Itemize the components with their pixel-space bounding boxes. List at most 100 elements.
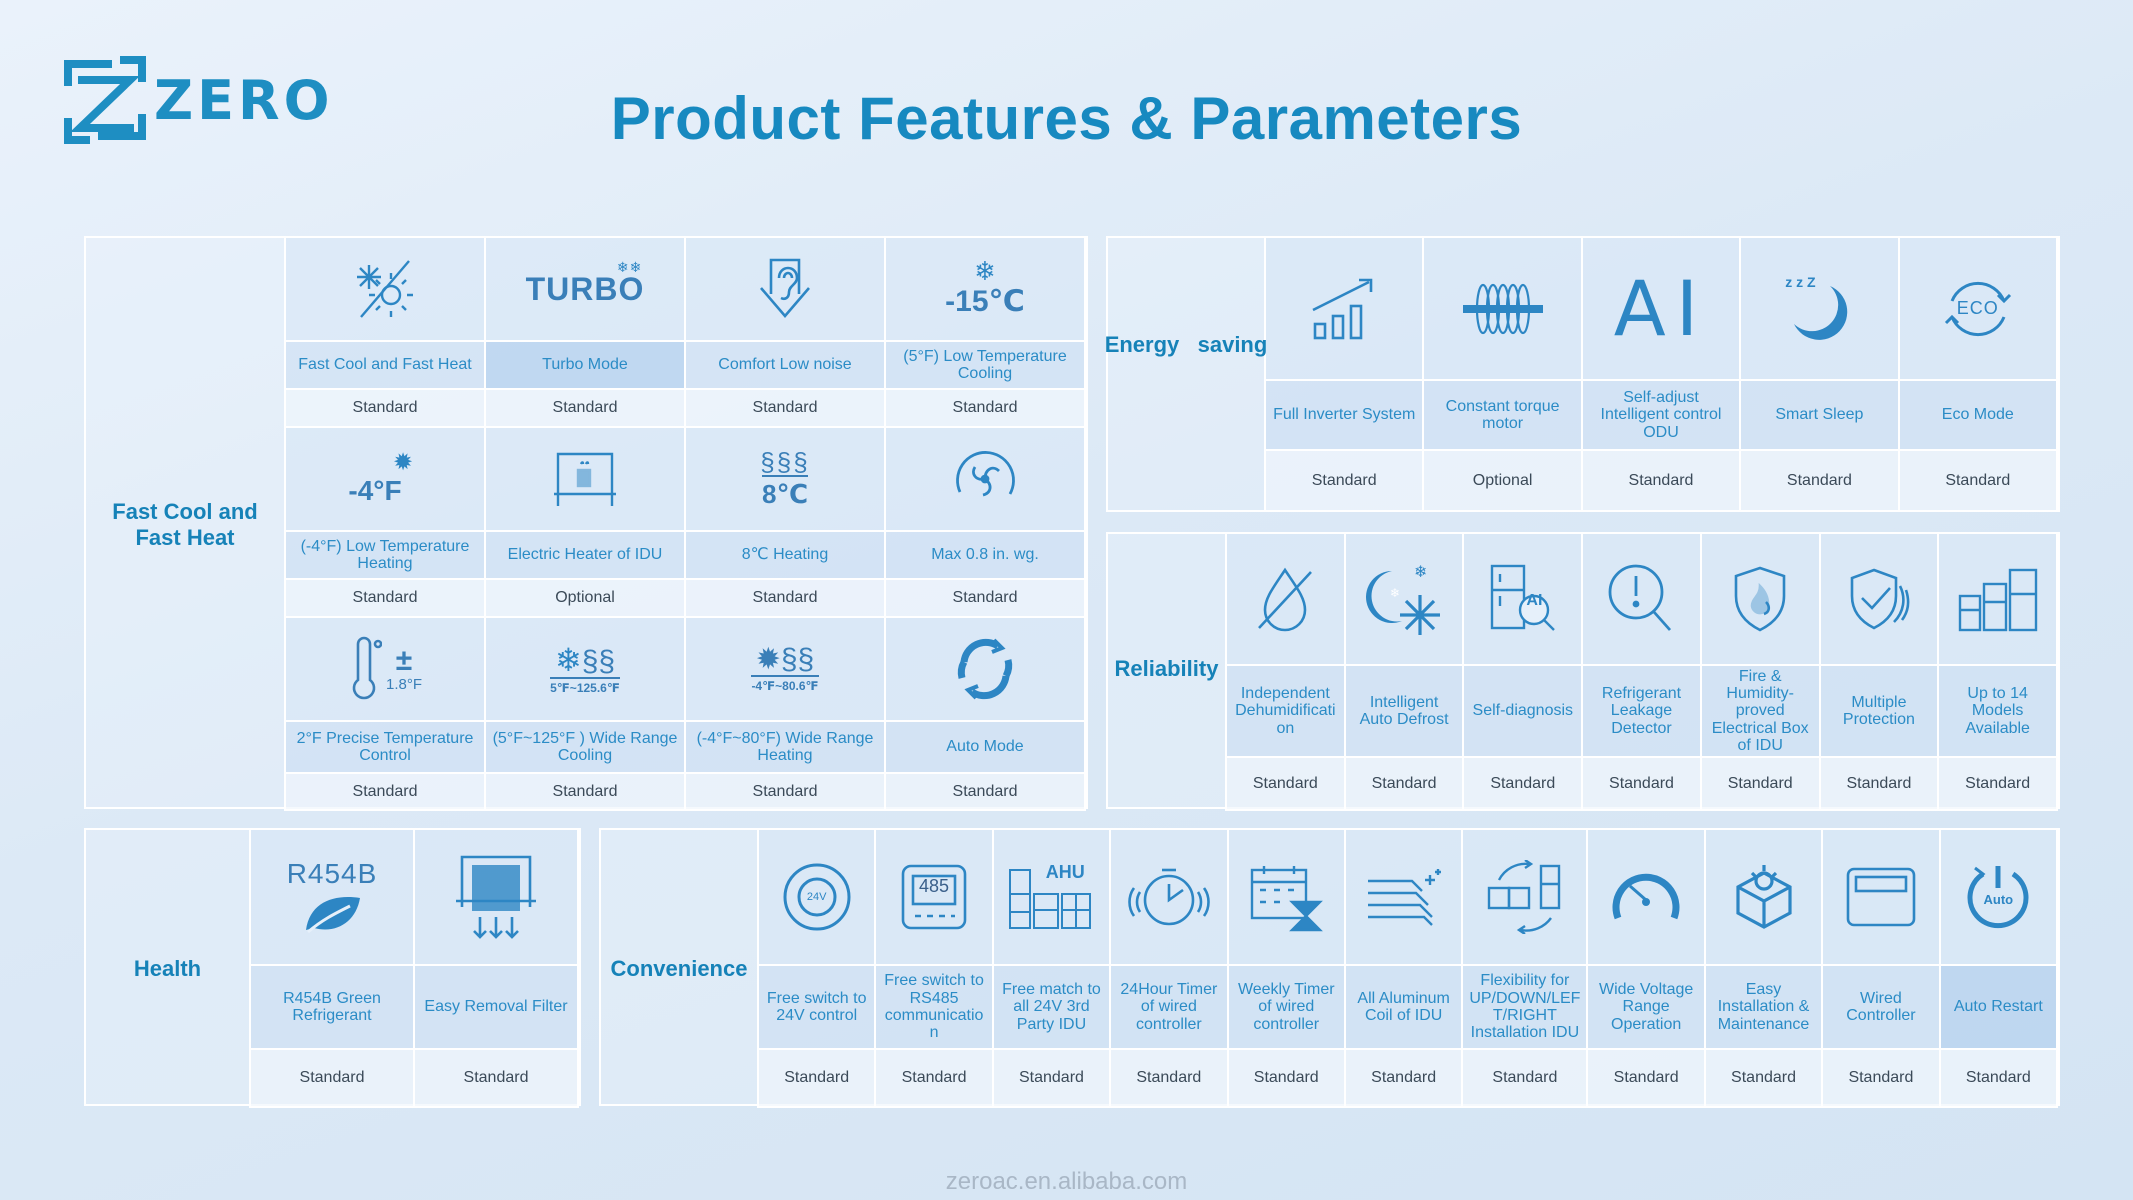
feature-icon-cell: §§§ 8℃ — [686, 428, 886, 532]
feature-name: Self-adjust Intelligent control ODU — [1582, 381, 1742, 451]
feature-value: Standard — [886, 580, 1086, 618]
feature-name: (-4°F~80°F) Wide Range Heating — [686, 722, 886, 774]
feature-value: Standard — [1741, 451, 1900, 512]
feature-value: Standard — [1939, 758, 2058, 811]
feature-value: Standard — [1940, 1050, 2058, 1108]
feature-icon-cell: AI — [1464, 534, 1584, 666]
category-fast-cool: Fast Cool and Fast Heat — [86, 238, 286, 811]
page-title: Product Features & Parameters — [610, 85, 1523, 152]
fan-pressure-icon — [956, 451, 1015, 497]
feature-icon-cell: 485 — [876, 830, 994, 966]
gear-box-icon — [1735, 865, 1792, 929]
health-panel: Health R454B R454B Green Refrigerant Eas… — [84, 828, 581, 1108]
feature-icon-cell — [1228, 830, 1346, 966]
feature-name: Weekly Timer of wired controller — [1228, 966, 1346, 1050]
feature-name: Multiple Protection — [1820, 666, 1940, 758]
feature-icon-cell: R454B — [251, 830, 415, 966]
feature-icon-cell: ❄ -15℃ — [886, 238, 1086, 342]
feature-icon-cell — [1939, 534, 2058, 666]
feature-value: Standard — [993, 1050, 1112, 1108]
feature-name: Flexibility for UP/DOWN/LEF T/RIGHT Inst… — [1463, 966, 1589, 1050]
feature-value: Standard — [686, 390, 886, 428]
feature-icon-cell — [1266, 238, 1425, 381]
feature-icon-cell: Auto — [1940, 830, 2058, 966]
feature-name: Free match to all 24V 3rd Party IDU — [993, 966, 1112, 1050]
feature-icon-cell — [1111, 830, 1229, 966]
feature-icon-cell: ❄❄ — [1345, 534, 1465, 666]
low-temp-heating-icon: -4°F — [348, 475, 402, 506]
feature-icon-cell: 24V — [759, 830, 877, 966]
feature-icon-cell — [1823, 830, 1941, 966]
feature-name: Refrigerant Leakage Detector — [1583, 666, 1702, 758]
wide-range-heating-icon: ✹§§ — [755, 643, 815, 676]
feature-icon-cell — [286, 238, 486, 342]
auto-mode-icon — [957, 638, 1013, 700]
footer-url: zeroac.en.alibaba.com — [945, 1168, 1188, 1195]
feature-name: 8℃ Heating — [686, 532, 886, 580]
feature-icon-cell — [886, 428, 1086, 532]
feature-name: Auto Restart — [1940, 966, 2058, 1050]
feature-value: Optional — [1424, 451, 1583, 512]
feature-value: Standard — [759, 1050, 877, 1108]
feature-name: R454B Green Refrigerant — [251, 966, 415, 1050]
feature-icon-cell — [1820, 534, 1940, 666]
snowflake-icon: ❄ — [974, 256, 996, 286]
inverter-chart-icon — [1312, 278, 1373, 339]
feature-icon-cell — [1583, 534, 1702, 666]
feature-value: Standard — [886, 774, 1086, 811]
turbo-icon: TURBO ❄❄ — [525, 258, 645, 307]
feature-value: Standard — [1464, 758, 1584, 811]
feature-name: Wide Voltage Range Operation — [1588, 966, 1706, 1050]
category-energy-saving: Energy saving — [1105, 238, 1267, 512]
models-icon — [1958, 568, 2037, 632]
feature-name: (5°F) Low Temperature Cooling — [886, 342, 1086, 390]
convenience-panel: Convenience 24V 485 AHU — [599, 828, 2060, 1108]
feature-name: Electric Heater of IDU — [486, 532, 686, 580]
brand-logo: ZERO — [64, 56, 364, 144]
feature-icon-cell: AHU — [993, 830, 1112, 966]
feature-value: Standard — [1227, 758, 1346, 811]
ahu-icon — [1009, 869, 1092, 929]
feature-value: Standard — [486, 390, 686, 428]
feature-name: Eco Mode — [1899, 381, 2058, 451]
feature-icon-cell — [1345, 830, 1464, 966]
feature-icon-cell — [1424, 238, 1583, 381]
feature-name: (5°F~125°F ) Wide Range Cooling — [486, 722, 686, 774]
feature-value: Standard — [1345, 1050, 1464, 1108]
category-reliability: Reliability — [1108, 534, 1227, 811]
feature-name: Easy Removal Filter — [415, 966, 579, 1050]
feature-name: 24Hour Timer of wired controller — [1111, 966, 1229, 1050]
filter-icon — [456, 855, 536, 939]
moon-sleep-icon — [1794, 285, 1848, 340]
feature-value: Standard — [1899, 451, 2058, 512]
auto-restart-icon — [1967, 866, 2029, 929]
feature-value: Standard — [1823, 1050, 1941, 1108]
auto-defrost-icon: ❄❄ — [1366, 564, 1441, 635]
leakage-detector-icon — [1609, 564, 1672, 631]
feature-icon-cell — [486, 428, 686, 532]
feature-name: Fast Cool and Fast Heat — [286, 342, 486, 390]
reliability-panel: Reliability ❄❄ AI — [1106, 532, 2060, 811]
feature-name: Fire & Humidity-proved Electrical Box of… — [1701, 666, 1821, 758]
dehumidification-icon — [1258, 567, 1313, 632]
feature-icon-cell — [1463, 830, 1589, 966]
feature-value: Optional — [486, 580, 686, 618]
feature-name: Turbo Mode — [486, 342, 686, 390]
feature-name: Independent Dehumidificati on — [1227, 666, 1346, 758]
feature-value: Standard — [286, 580, 486, 618]
ai-icon: AI — [1613, 263, 1709, 353]
feature-icon-cell: ± 1.8°F — [286, 618, 486, 722]
feature-name: Up to 14 Models Available — [1939, 666, 2058, 758]
feature-value: Standard — [486, 774, 686, 811]
feature-icon-cell — [415, 830, 579, 966]
self-diagnosis-icon — [1490, 564, 1555, 631]
fast-cool-panel: Fast Cool and Fast Heat TURBO ❄❄ ❄ -15℃ … — [84, 236, 1088, 811]
feature-value: Standard — [1228, 1050, 1346, 1108]
feature-name: Smart Sleep — [1741, 381, 1900, 451]
feature-value: Standard — [1705, 1050, 1824, 1108]
feature-icon-cell — [686, 238, 886, 342]
feature-name: Max 0.8 in. wg. — [886, 532, 1086, 580]
feature-icon-cell — [886, 618, 1086, 722]
feature-name: Free switch to 24V control — [759, 966, 877, 1050]
feature-icon-cell: ❄§§ 5℉~125.6℉ — [486, 618, 686, 722]
